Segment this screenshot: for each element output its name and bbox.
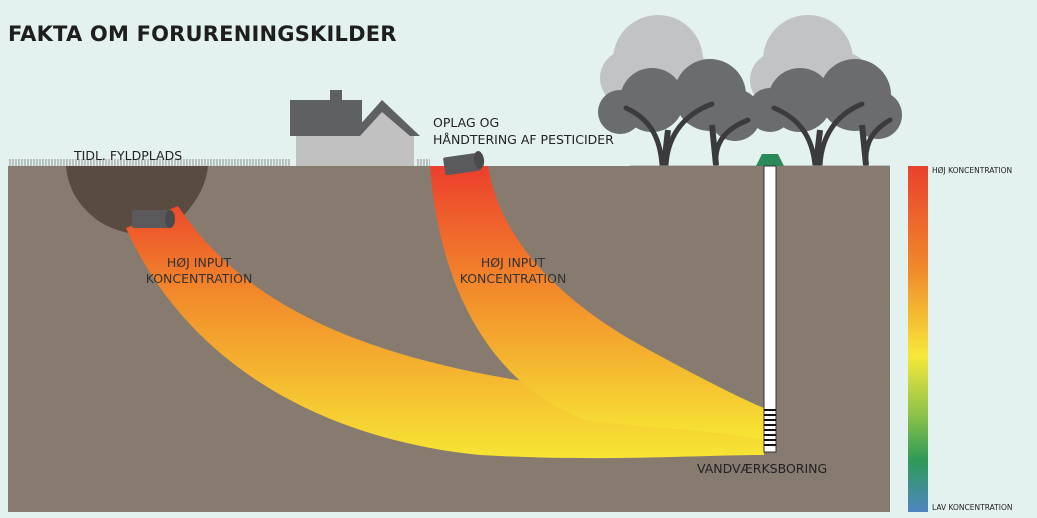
label-landfill: TIDL. FYLDPLADS xyxy=(74,148,183,163)
label-pesticide-line2: HÅNDTERING AF PESTICIDER xyxy=(433,132,614,147)
house xyxy=(290,90,420,166)
well-cap xyxy=(756,154,784,166)
well-casing xyxy=(763,165,777,453)
legend-color-bar xyxy=(908,166,928,512)
water-well xyxy=(756,154,784,453)
label-pesticide-line1: OPLAG OG xyxy=(433,115,500,130)
label-high-input-2-line1: HØJ INPUT xyxy=(480,255,546,270)
trees xyxy=(598,15,902,168)
pipe-pesticide xyxy=(443,151,485,176)
legend-high-label: HØJ KONCENTRATION xyxy=(932,166,1013,175)
grass-strip-mid xyxy=(416,159,430,166)
label-water-well: VANDVÆRKSBORING xyxy=(697,461,828,476)
pipe-landfill xyxy=(132,210,175,228)
well-screen xyxy=(764,409,776,446)
page-title: FAKTA OM FORURENINGSKILDER xyxy=(8,22,397,46)
tree-2 xyxy=(748,15,902,168)
tree-1 xyxy=(598,15,761,168)
label-high-input-1-line2: KONCENTRATION xyxy=(145,271,253,286)
label-high-input-2-line2: KONCENTRATION xyxy=(459,271,567,286)
plume-pesticide xyxy=(430,166,764,440)
label-high-input-1-line1: HØJ INPUT xyxy=(166,255,232,270)
legend-low-label: LAV KONCENTRATION xyxy=(932,503,1013,512)
grass-strip-left xyxy=(8,159,290,166)
